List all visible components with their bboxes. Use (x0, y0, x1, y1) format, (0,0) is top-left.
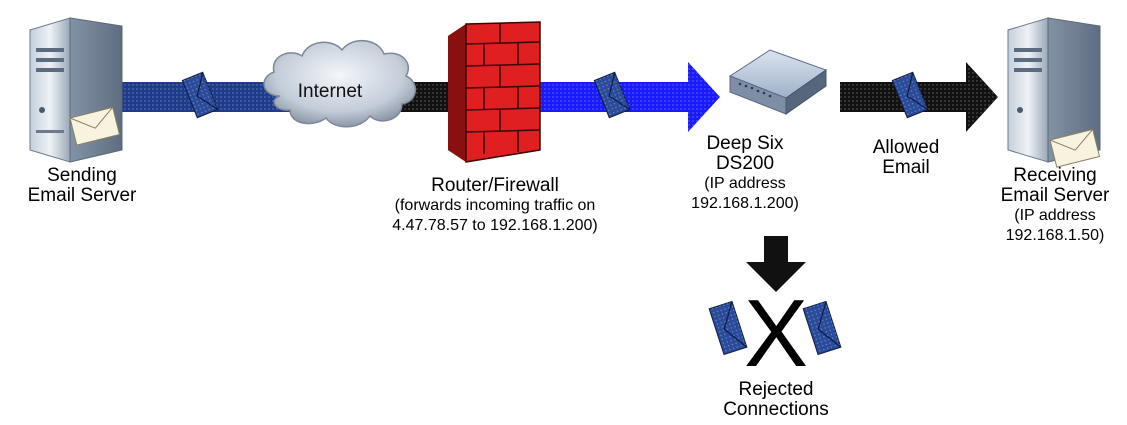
allowed-email-label: Allowed Email (856, 138, 956, 178)
receiving-detail-line2: 192.168.1.50) (1005, 227, 1105, 244)
link-deepsix-to-rejected-arrow (746, 236, 806, 292)
mail-envelope-icon-3 (891, 71, 929, 119)
envelope-icon (69, 106, 121, 146)
deepsix-detail-line2: 192.168.1.200) (691, 195, 799, 212)
rejected-connections-label: Rejected Connections (706, 380, 846, 420)
receiving-title-line1: Receiving (1013, 165, 1097, 186)
internet-label-text: Internet (297, 81, 363, 102)
allowed-label-line1: Allowed (872, 137, 940, 158)
sending-server-label-line1: Sending (47, 165, 117, 186)
receiving-server-icon (1007, 17, 1101, 168)
mail-envelope-icon-1 (181, 71, 219, 119)
deepsix-title-line2: DS200 (715, 153, 775, 174)
firewall-label: Router/Firewall (forwards incoming traff… (370, 176, 620, 236)
internet-cloud-icon (263, 40, 416, 128)
firewall-detail-line1: (forwards incoming traffic on (394, 197, 596, 214)
envelope-icon (1049, 128, 1101, 168)
receiving-server-label: Receiving Email Server (IP address 192.1… (987, 166, 1123, 246)
firewall-title: Router/Firewall (431, 175, 559, 196)
receiving-detail-line1: (IP address (1014, 207, 1096, 224)
rejected-envelope-icon-left (708, 300, 748, 356)
rejected-envelope-icon-right (802, 300, 842, 356)
rejected-label-line1: Rejected (738, 379, 814, 400)
allowed-label-line2: Email (882, 157, 930, 178)
rejected-x-mark: X (744, 280, 808, 387)
firewall-detail-line2: 4.47.78.57 to 192.168.1.200) (392, 217, 598, 234)
deepsix-appliance-icon (728, 49, 828, 115)
internet-label: Internet (290, 82, 370, 102)
deepsix-detail-line1: (IP address (704, 175, 786, 192)
deepsix-title-line1: Deep Six (706, 133, 784, 154)
sending-server-icon (29, 17, 123, 163)
sending-server-label: Sending Email Server (12, 166, 152, 206)
firewall-icon (448, 21, 541, 163)
mail-envelope-icon-2 (593, 71, 631, 119)
receiving-title-line2: Email Server (1000, 185, 1110, 206)
rejected-label-line2: Connections (723, 399, 829, 420)
sending-server-label-line2: Email Server (27, 185, 137, 206)
deepsix-label: Deep Six DS200 (IP address 192.168.1.200… (680, 134, 810, 214)
